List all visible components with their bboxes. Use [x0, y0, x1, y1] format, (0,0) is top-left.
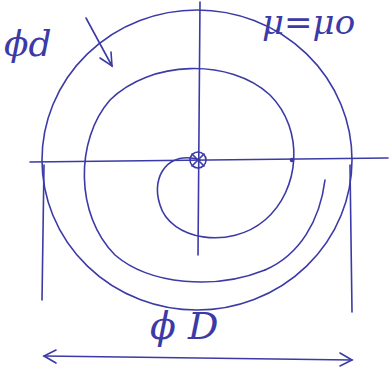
arrowhead	[44, 350, 56, 363]
inner-circle	[265, 180, 325, 270]
extension-line	[350, 165, 352, 312]
center-line	[198, 2, 200, 255]
material-note: μ=μo	[262, 4, 355, 41]
arrowhead	[340, 353, 352, 366]
dimension-label: ϕ D	[150, 306, 218, 348]
extension-line	[42, 165, 44, 300]
arrowhead	[100, 52, 112, 66]
inner-circle	[84, 69, 294, 282]
center-line	[30, 158, 388, 162]
leader-line	[86, 18, 112, 66]
dimension-line	[44, 356, 352, 360]
dimension-label: ϕd	[4, 24, 52, 64]
point-mark	[291, 159, 294, 162]
